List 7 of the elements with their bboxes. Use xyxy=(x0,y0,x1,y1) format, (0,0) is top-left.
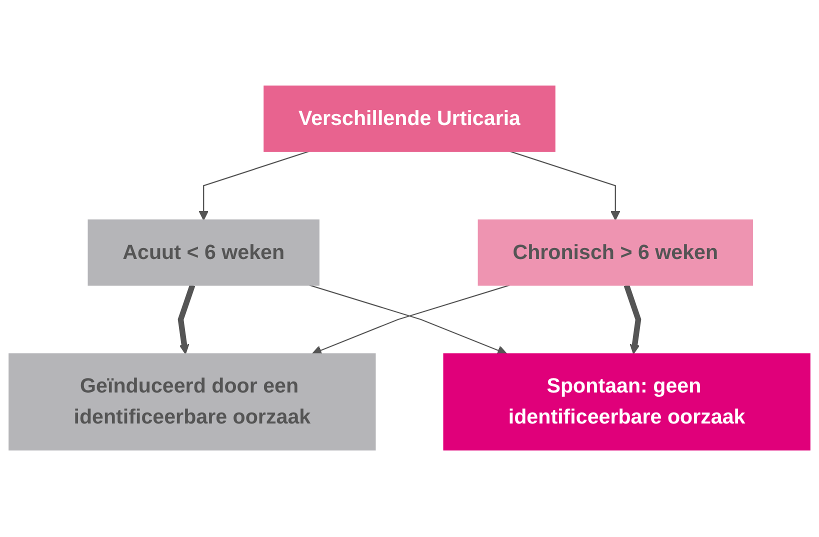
node-box: Spontaan: geen identificeerbare oorzaak xyxy=(443,354,810,451)
arrow xyxy=(178,284,196,355)
arrow xyxy=(624,284,642,355)
node-box: Chronisch > 6 weken xyxy=(478,220,753,286)
node-box: Acuut < 6 weken xyxy=(88,220,320,286)
node-box: Geïnduceerd door een identificeerbare oorzaak xyxy=(8,354,376,451)
node-box: Verschillende Urticaria xyxy=(264,86,556,152)
